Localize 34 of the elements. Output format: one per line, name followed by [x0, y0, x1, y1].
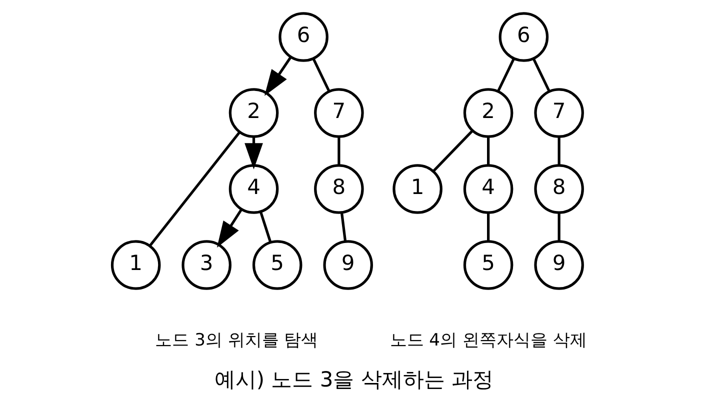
connector	[487, 212, 490, 242]
connector	[259, 212, 272, 242]
node-circle: 5	[252, 240, 302, 290]
node-circle: 8	[314, 164, 364, 214]
node-circle: 6	[278, 12, 328, 62]
connector	[558, 212, 560, 242]
label: 노드 4의 왼쪽자식을 삭제	[390, 330, 587, 350]
connector	[338, 136, 340, 166]
node-circle: 5	[463, 240, 514, 290]
node-circle: 7	[314, 88, 364, 138]
node-circle: 2	[228, 88, 279, 138]
connector	[148, 131, 241, 247]
connector	[558, 136, 560, 166]
node-circle: 4	[228, 164, 279, 214]
connector	[340, 212, 347, 242]
connector	[312, 58, 330, 92]
node-circle: 1	[110, 240, 161, 290]
connector	[532, 58, 550, 92]
caption: 예시) 노드 3을 삭제하는 과정	[214, 368, 494, 392]
node-circle: 1	[392, 164, 442, 214]
label: 노드 3의 위치를 탐색	[155, 330, 318, 350]
node-circle: 2	[463, 88, 514, 138]
node-circle: 7	[534, 88, 584, 138]
connector	[496, 58, 516, 92]
node-circle: 3	[182, 240, 232, 290]
node-circle: 8	[534, 164, 584, 214]
connector	[432, 130, 474, 172]
node-circle: 9	[323, 240, 373, 290]
node-circle: 4	[463, 164, 514, 214]
node-circle: 6	[498, 12, 549, 62]
connector	[487, 136, 490, 166]
arrow	[264, 56, 292, 96]
arrow	[216, 208, 242, 248]
node-circle: 9	[534, 240, 584, 290]
